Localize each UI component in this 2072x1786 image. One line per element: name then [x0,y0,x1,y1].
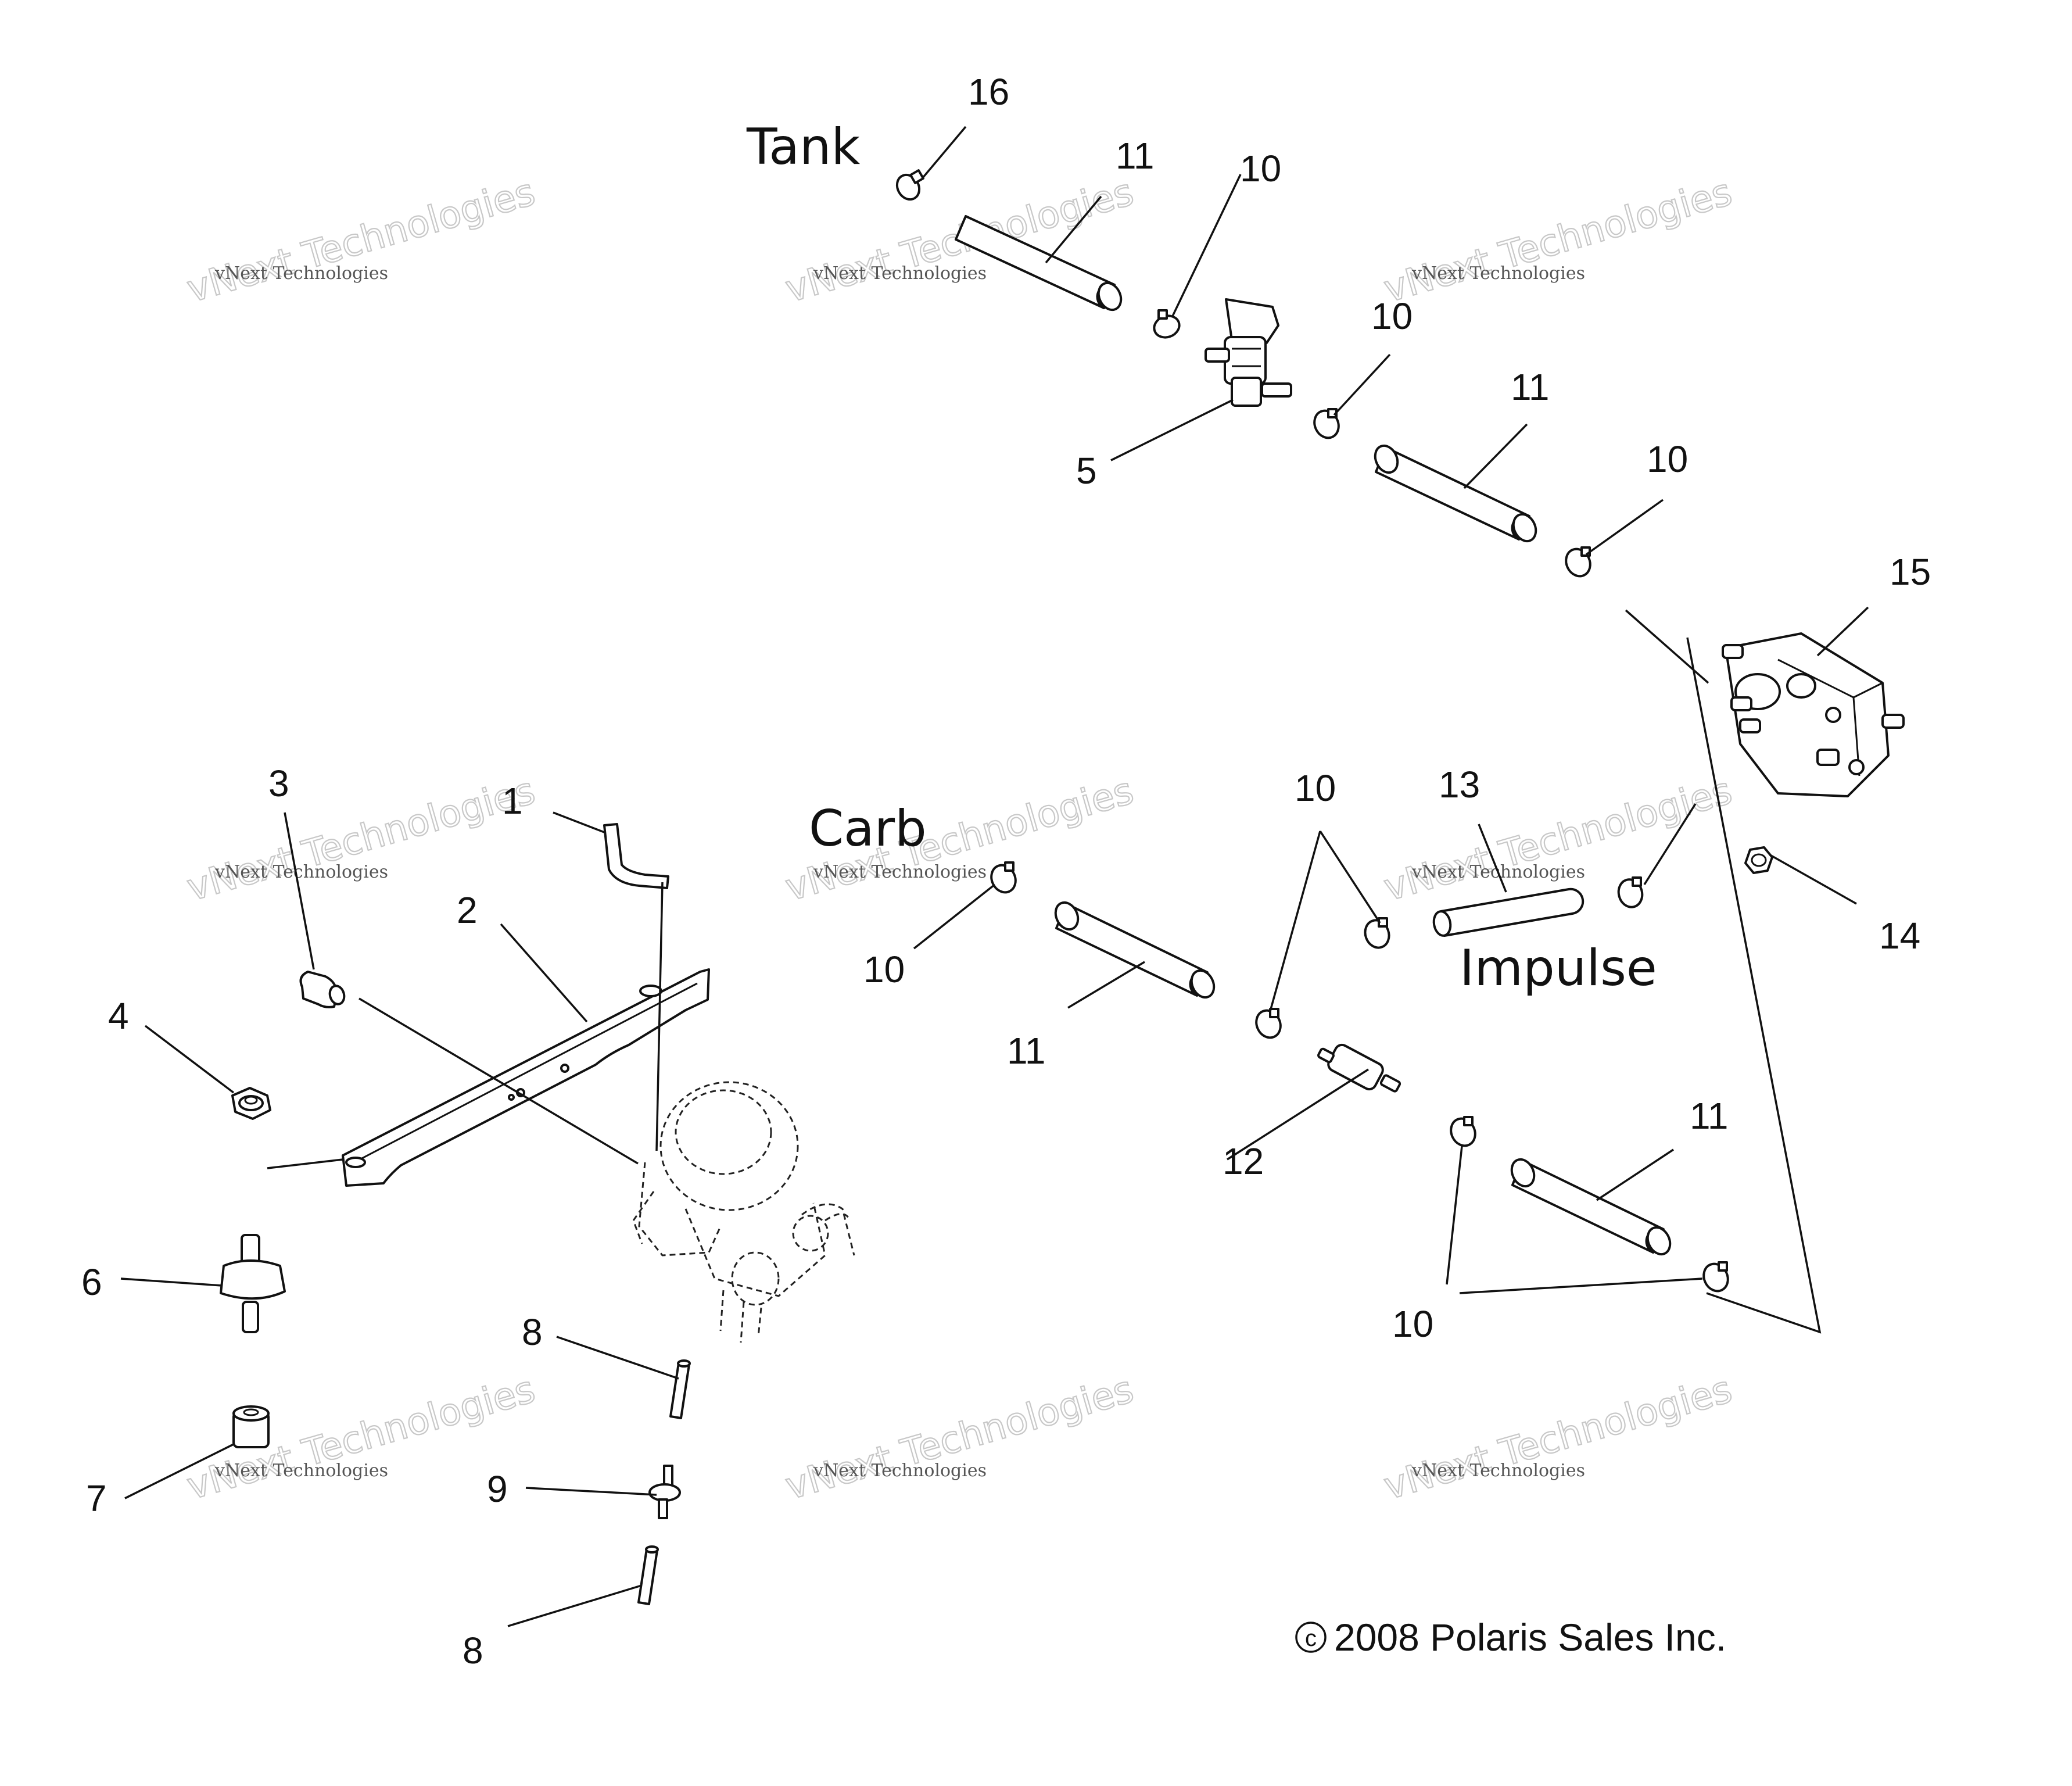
fuel-shutoff-valve-5 [1205,298,1292,407]
watermark-stamp: vNext Technologies [1379,1368,1737,1509]
mounting-bracket-2 [342,968,710,1187]
hose-clamp-10 [990,861,1017,894]
callout-8-top: 8 [522,1311,543,1353]
svg-text:vNext Technologies: vNext Technologies [1379,1368,1737,1509]
callout-15: 15 [1890,551,1931,593]
fuel-hose-11-carb [1054,901,1216,999]
leader-lines [120,126,1869,1627]
callout-10-d: 10 [1295,767,1336,809]
tank-label: Tank [746,118,861,176]
svg-text:vNext Technologies: vNext Technologies [182,171,540,312]
hose-clamp-10 [1255,1008,1282,1039]
callout-11-top: 11 [1116,135,1154,177]
callout-16: 16 [968,71,1009,113]
callout-10-carb: 10 [863,949,905,990]
callout-13: 13 [1439,764,1480,806]
callout-5: 5 [1076,450,1097,492]
watermark-text: vNext Technologies [1411,1461,1585,1481]
watermark-stamp: vNext Technologies [182,170,540,312]
watermark-text: vNext Technologies [214,862,388,882]
callout-11-carb: 11 [1007,1030,1045,1072]
pin-8-top [669,1359,691,1419]
watermark-text: vNext Technologies [813,862,987,882]
fuel-hose-11-low [1510,1158,1672,1256]
svg-text:vNext Technologies: vNext Technologies [182,769,540,910]
callout-9: 9 [487,1468,508,1510]
bolt-3 [299,971,346,1008]
nut-14 [1744,846,1773,874]
vent-tube-1 [603,823,669,889]
callout-3: 3 [268,763,289,804]
impulse-hose-13 [1432,887,1585,937]
fuel-hose-11-top [955,215,1123,312]
svg-text:vNext Technologies: vNext Technologies [1379,769,1737,910]
carburetor-reference [632,1081,855,1343]
callout-11-mid: 11 [1511,366,1549,408]
callout-11-low: 11 [1690,1095,1728,1137]
carb-label: Carb [809,800,927,858]
copyright-symbol: c [1305,1626,1317,1651]
callout-1: 1 [502,780,523,822]
fitting-9 [648,1465,681,1519]
watermark-stamp: vNext Technologies [1379,769,1737,911]
callout-12: 12 [1223,1140,1264,1182]
hose-clamp-10 [1565,546,1591,578]
fuel-hose-11-mid [1374,444,1537,543]
svg-text:vNext Technologies: vNext Technologies [1379,171,1737,312]
fuel-pump-15 [1722,632,1905,797]
flange-nut-4 [231,1087,271,1120]
svg-text:vNext Technologies: vNext Technologies [781,1368,1138,1509]
callout-10-top: 10 [1240,148,1281,189]
hose-clamp-10 [1702,1261,1729,1293]
copyright-text: 2008 Polaris Sales Inc. [1334,1616,1726,1659]
watermark-stamps: vNext Technologies vNext Technologies vN… [182,170,1737,1509]
hose-clamp-16 [895,169,924,201]
callout-7: 7 [86,1477,107,1519]
pump-group-line [1686,637,1822,1334]
rubber-mount-6 [220,1234,286,1333]
callout-8-low: 8 [463,1630,483,1672]
fuel-filter-12 [1317,1043,1401,1093]
watermark-stamp: vNext Technologies [780,1368,1139,1509]
copyright-notice: c 2008 Polaris Sales Inc. [1295,1616,1726,1659]
callout-10-low: 10 [1392,1303,1433,1345]
watermark-text: vNext Technologies [1411,263,1585,284]
pin-8-low [637,1545,659,1605]
callout-2: 2 [457,889,478,931]
hose-clamp-10 [1450,1116,1476,1147]
callout-10-c: 10 [1647,438,1688,480]
hose-clamp-10 [1364,917,1390,949]
watermark-stamp: vNext Technologies [1379,170,1737,312]
copyright-circle [1295,1622,1327,1653]
callout-14: 14 [1879,915,1920,957]
callout-6: 6 [81,1261,102,1303]
watermark-text: vNext Technologies [214,1461,388,1481]
watermark-text: vNext Technologies [813,263,987,284]
hose-clamp-10 [1313,408,1340,439]
callout-10-b: 10 [1371,295,1413,337]
spacer-nut-7 [232,1405,270,1448]
watermark-text: vNext Technologies [214,263,388,284]
watermark-text: vNext Technologies [813,1461,987,1481]
hose-clamp-10 [1153,309,1181,339]
callout-4: 4 [108,995,129,1037]
watermark-stamp: vNext Technologies [182,769,540,911]
impulse-label: Impulse [1460,939,1657,997]
hose-clamp-10 [1617,876,1644,908]
